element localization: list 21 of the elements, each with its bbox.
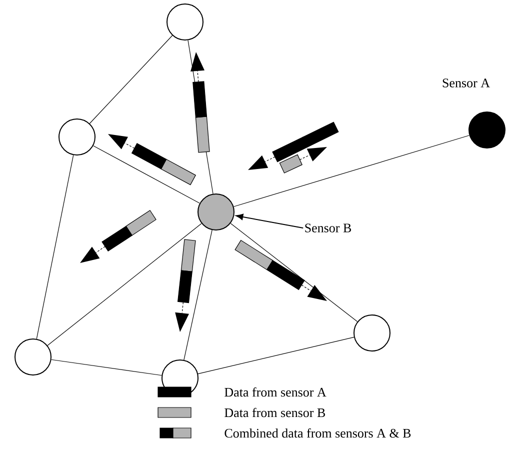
network-node bbox=[14, 338, 52, 376]
network-node bbox=[198, 194, 234, 230]
link-line bbox=[184, 230, 212, 360]
leader-arrow bbox=[236, 214, 304, 228]
network-node bbox=[166, 4, 204, 40]
network-node bbox=[354, 314, 390, 352]
link-line bbox=[36, 154, 74, 340]
network-node bbox=[58, 118, 96, 156]
link-line bbox=[89, 35, 173, 124]
legend-label: Combined data from sensors A & B bbox=[224, 428, 411, 438]
sensor-label: Sensor B bbox=[305, 224, 351, 232]
link-line bbox=[92, 145, 200, 204]
link-line bbox=[51, 359, 162, 376]
link-line bbox=[198, 336, 354, 374]
legend-label: Data from sensor A bbox=[224, 387, 326, 397]
link-line bbox=[233, 135, 470, 207]
sensor-label: Sensor A bbox=[442, 78, 490, 88]
link-line bbox=[230, 223, 358, 322]
network-node bbox=[468, 112, 506, 148]
link-line bbox=[47, 223, 202, 346]
legend-label: Data from sensor B bbox=[224, 408, 325, 418]
